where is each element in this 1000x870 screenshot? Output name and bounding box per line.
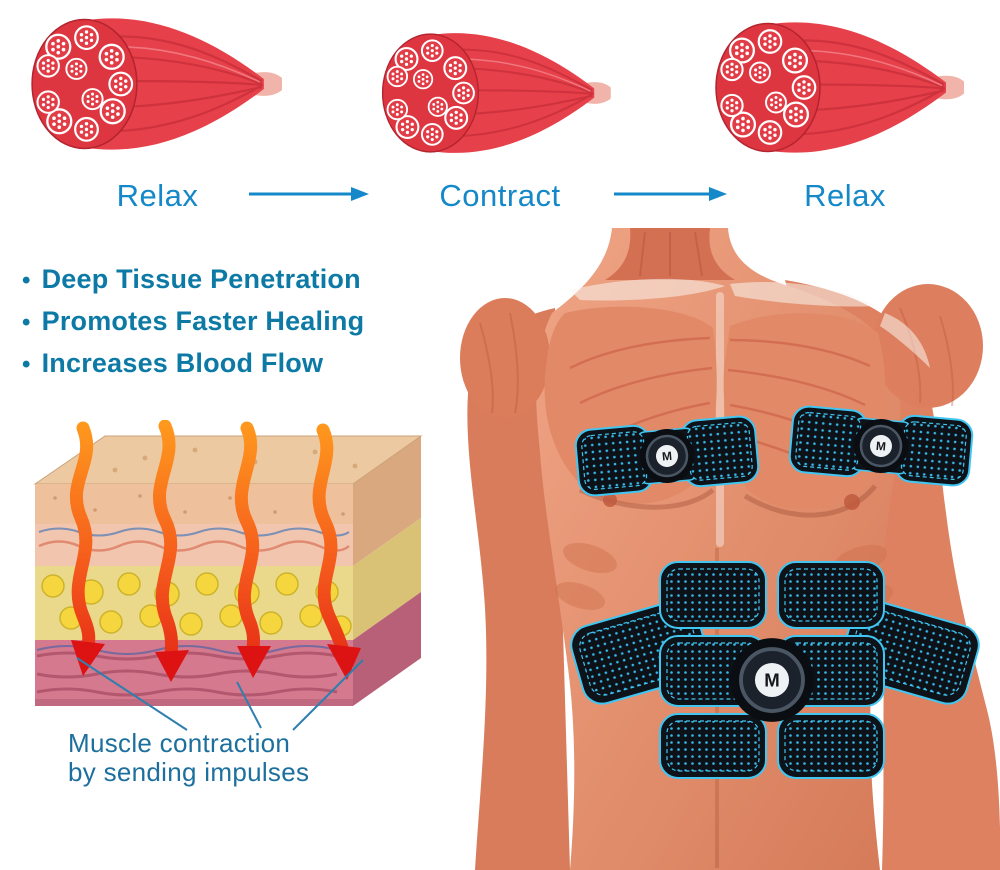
benefit-item-label: Deep Tissue Penetration bbox=[41, 264, 361, 294]
benefit-item: • Increases Blood Flow bbox=[22, 348, 472, 379]
muscle-fiber-illustration-relaxed-2 bbox=[706, 10, 966, 165]
benefit-item: • Promotes Faster Healing bbox=[22, 306, 472, 337]
benefit-item-label: Promotes Faster Healing bbox=[41, 306, 365, 336]
stage-label-contract: Contract bbox=[439, 178, 561, 213]
caption-pointer-lines bbox=[76, 657, 364, 731]
skin-cross-section-illustration bbox=[33, 420, 423, 731]
transition-arrow-icon bbox=[249, 187, 369, 201]
bullet-icon: • bbox=[22, 351, 31, 378]
benefit-item: • Deep Tissue Penetration bbox=[22, 264, 472, 295]
abs-stimulator-pad bbox=[570, 561, 980, 779]
caption-line-2: by sending impulses bbox=[68, 757, 310, 787]
bullet-icon: • bbox=[22, 309, 31, 336]
nipple-right bbox=[844, 494, 860, 510]
muscle-fiber-illustration-relaxed-1 bbox=[22, 6, 284, 162]
impulse-arrows bbox=[69, 420, 349, 661]
stage-label-relax-1: Relax bbox=[116, 178, 199, 213]
abs-pad-segments bbox=[659, 561, 885, 779]
skin-diagram-caption: Muscle contraction by sending impulses bbox=[68, 729, 309, 787]
stage-label-relax-2: Relax bbox=[804, 178, 886, 213]
bullet-icon: • bbox=[22, 267, 31, 294]
benefits-list: • Deep Tissue Penetration • Promotes Fas… bbox=[22, 264, 472, 390]
muscle-fiber-illustration-contracted bbox=[370, 24, 616, 162]
caption-line-1: Muscle contraction bbox=[68, 728, 291, 758]
nipple-left bbox=[603, 493, 617, 507]
benefit-item-label: Increases Blood Flow bbox=[41, 348, 324, 378]
transition-arrow-icon bbox=[614, 187, 727, 201]
torso-illustration: M bbox=[460, 228, 1000, 870]
